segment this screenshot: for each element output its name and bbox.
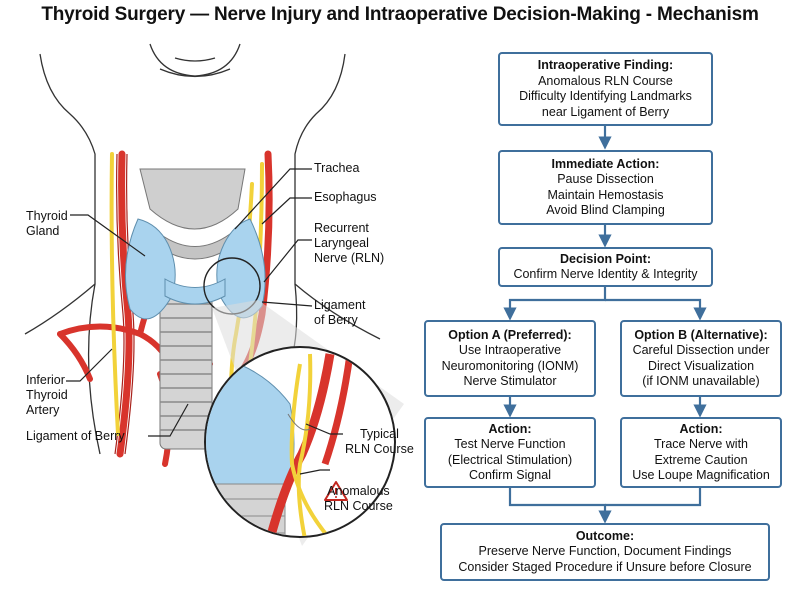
box-heading: Option B (Alternative): (634, 327, 768, 342)
label-ligament-of-berry-right: Ligament of Berry (314, 298, 366, 327)
box-text: Careful Dissection under Direct Visualiz… (632, 343, 770, 388)
box-action-a: Action: Test Nerve Function (Electrical … (424, 417, 596, 488)
warning-triangle-icon (324, 481, 348, 501)
box-option-b: Option B (Alternative): Careful Dissecti… (620, 320, 782, 397)
box-text: Pause Dissection Maintain Hemostasis Avo… (546, 172, 665, 217)
box-heading: Action: (488, 421, 532, 436)
label-inferior-thyroid-artery: Inferior Thyroid Artery (26, 373, 68, 417)
page-title: Thyroid Surgery — Nerve Injury and Intra… (41, 4, 759, 25)
box-text: Trace Nerve with Extreme Caution Use Lou… (632, 437, 770, 482)
box-text: Preserve Nerve Function, Document Findin… (458, 544, 752, 574)
label-anomalous-rln-course: Anomalous RLN Course (324, 484, 393, 513)
box-heading: Action: (679, 421, 723, 436)
box-heading: Option A (Preferred): (448, 327, 572, 342)
box-text: Confirm Nerve Identity & Integrity (513, 267, 698, 281)
box-text: Anomalous RLN Course Difficulty Identify… (519, 73, 692, 119)
label-esophagus: Esophagus (314, 190, 377, 204)
box-option-a: Option A (Preferred): Use Intraoperative… (424, 320, 596, 397)
label-trachea: Trachea (314, 161, 360, 175)
box-heading: Decision Point: (560, 251, 651, 266)
box-intraoperative-finding: Intraoperative Finding: Anomalous RLN Co… (498, 52, 713, 126)
label-recurrent-laryngeal-nerve: Recurrent Laryngeal Nerve (RLN) (314, 221, 385, 265)
box-heading: Outcome: (575, 528, 635, 543)
box-heading: Intraoperative Finding: (537, 58, 674, 72)
box-action-b: Action: Trace Nerve with Extreme Caution… (620, 417, 782, 488)
box-outcome: Outcome: Preserve Nerve Function, Docume… (440, 523, 770, 581)
label-typical-rln-course: Typical RLN Course (345, 427, 414, 456)
label-ligament-of-berry-left: Ligament of Berry (26, 429, 125, 443)
box-immediate-action: Immediate Action: Pause Dissection Maint… (498, 150, 713, 225)
label-thyroid-gland: Thyroid Gland (26, 209, 68, 238)
box-heading: Immediate Action: (551, 156, 660, 171)
box-text: Use Intraoperative Neuromonitoring (IONM… (441, 343, 579, 388)
box-text: Test Nerve Function (Electrical Stimulat… (447, 437, 573, 482)
neck-anatomy-illustration (24, 43, 404, 546)
box-decision-point: Decision Point: Confirm Nerve Identity &… (498, 247, 713, 287)
